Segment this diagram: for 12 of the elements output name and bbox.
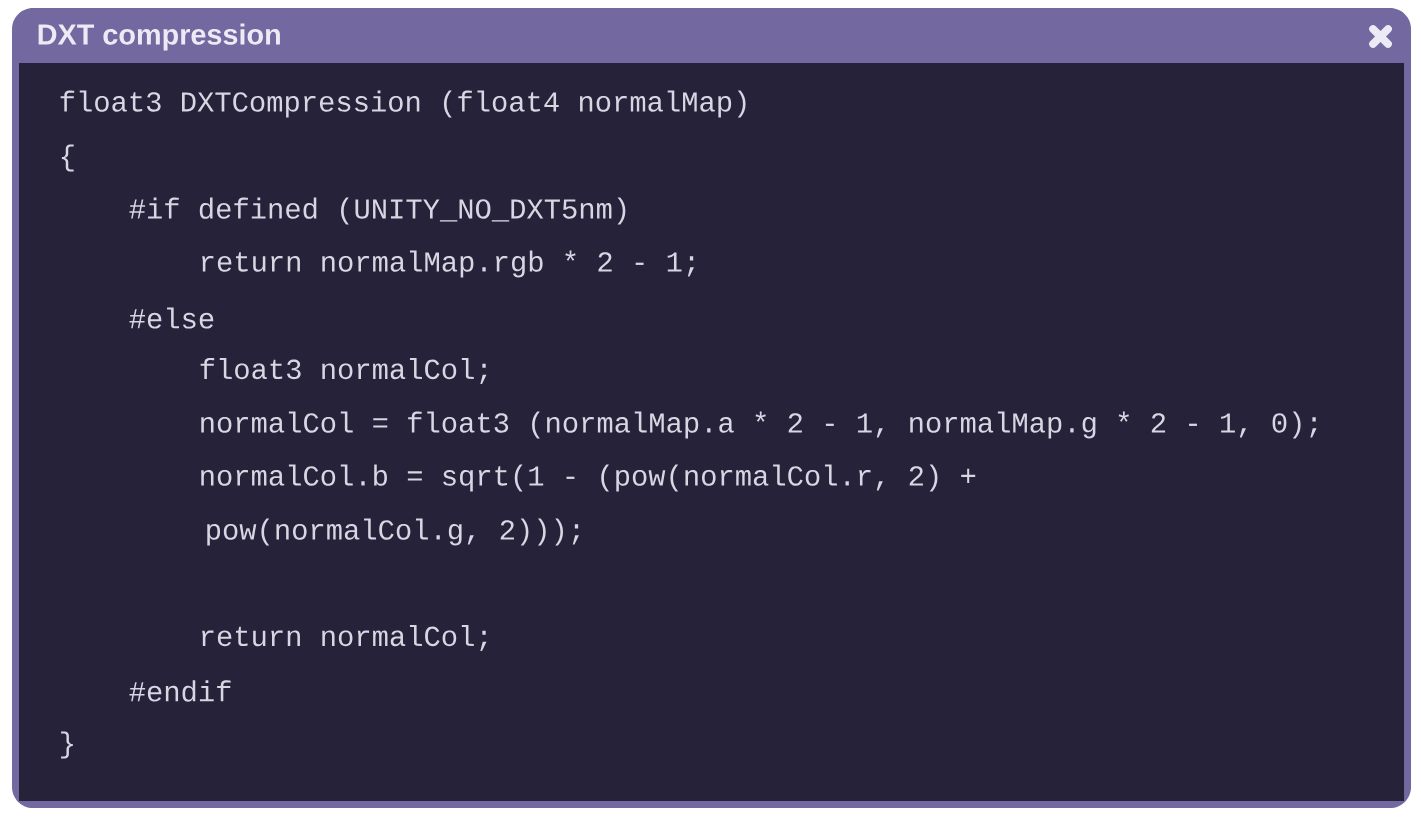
code-line: float3 normalCol; xyxy=(200,358,487,384)
code-line: return normalCol; xyxy=(202,625,487,651)
code-line: #endif xyxy=(129,680,231,702)
code-line: } xyxy=(61,731,73,759)
code-line: normalCol.b = sqrt(1 - (pow(normalCol.r, 2) + xyxy=(201,464,976,492)
code-line: normalCol = float3 (normalMap.a * 2 - 1, normalMap.g * 2 - 1, 0); xyxy=(201,411,1317,439)
code-line: { xyxy=(61,144,74,172)
code-line: #else xyxy=(129,307,214,329)
code-line: float3 DXTCompression (float4 normalMap) xyxy=(60,90,746,118)
code-line: return normalMap.rgb * 2 - 1; xyxy=(202,250,694,278)
code-line: #if defined (UNITY_NO_DXT5nm) xyxy=(129,197,626,225)
code-line: pow(normalCol.g, 2))); xyxy=(207,518,579,546)
